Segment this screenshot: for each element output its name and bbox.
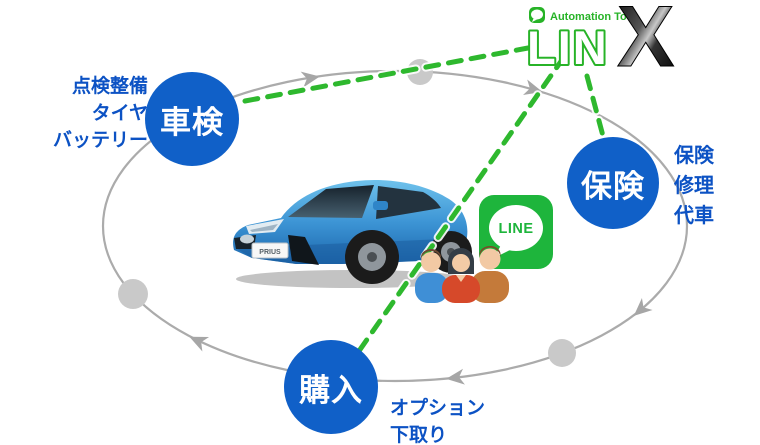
- node-vehicle-inspection: 車検: [145, 72, 239, 166]
- linx-x-text: X: [617, 0, 674, 72]
- purchase-detail-item: 下取り: [390, 425, 448, 445]
- node-vehicle-inspection-label: 車検: [160, 104, 224, 140]
- insurance-details-list: 保険 修理 代車: [674, 141, 714, 231]
- linx-brand-logo: Automation Tool LIN X: [525, 0, 715, 86]
- car-front-vent: [288, 235, 319, 265]
- car-windshield: [288, 185, 374, 218]
- car-emblem: [240, 234, 254, 244]
- car-mirror: [373, 201, 388, 210]
- arrow-top-right: [523, 79, 543, 95]
- cycle-dot-left: [118, 279, 148, 309]
- purchase-detail-item: オプション: [390, 398, 486, 419]
- car-front-wheel: [345, 230, 399, 284]
- inspection-details-list: 点検整備 タイヤ バッテリー: [28, 73, 148, 154]
- node-purchase: 購入: [284, 340, 378, 434]
- arrow-bottom: [446, 368, 465, 385]
- cycle-dot-top: [407, 59, 433, 85]
- car-plate-text: PRIUS: [259, 249, 281, 256]
- inspection-detail-item: タイヤ: [91, 103, 148, 124]
- insurance-detail-item: 代車: [674, 205, 714, 227]
- person-woman-icon: [442, 248, 480, 303]
- car-license-plate: [251, 242, 289, 259]
- node-purchase-label: 購入: [299, 372, 363, 408]
- customers-icon: [415, 246, 509, 303]
- inspection-detail-item: 点検整備: [71, 76, 148, 97]
- inspection-detail-item: バッテリー: [52, 130, 148, 151]
- linx-mini-bubble-icon: [529, 7, 545, 23]
- car-headlight-inner: [250, 224, 278, 232]
- node-insurance-label: 保険: [581, 168, 645, 204]
- linx-lin-text: LIN: [527, 21, 609, 72]
- line-logo-text: LINE: [498, 221, 533, 237]
- arrow-right-bottom: [633, 298, 653, 316]
- arrow-bottom-left: [189, 336, 210, 352]
- cycle-dot-bottom-right: [548, 339, 576, 367]
- insurance-detail-item: 修理: [674, 175, 714, 197]
- linx-tagline: Automation Tool: [550, 11, 637, 23]
- insurance-detail-item: 保険: [674, 145, 714, 167]
- node-insurance: 保険: [567, 137, 659, 229]
- purchase-details-list: オプション 下取り: [390, 395, 485, 445]
